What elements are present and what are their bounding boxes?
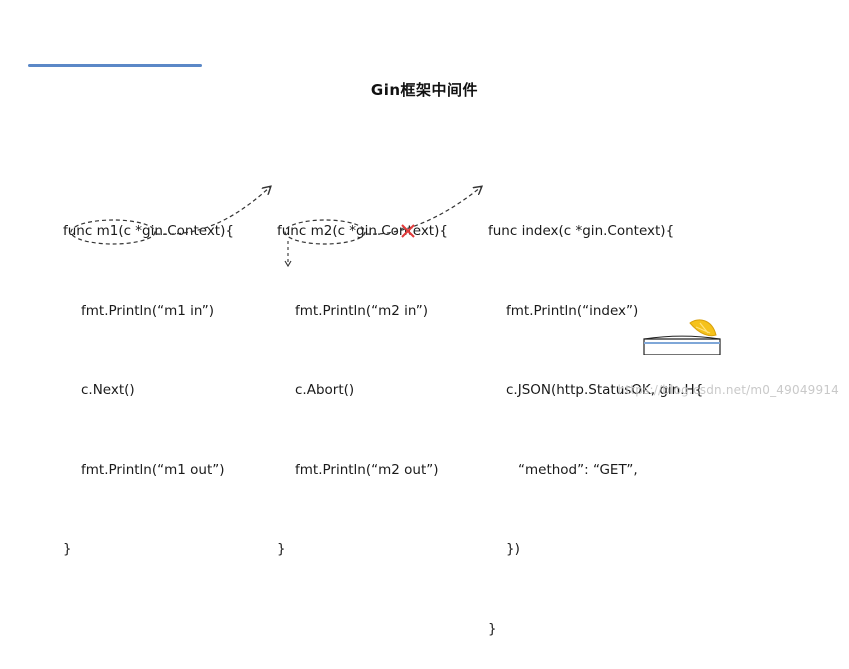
index-line-close-obj: }) bbox=[506, 541, 520, 557]
m2-line-out: fmt.Println(“m2 out”) bbox=[295, 461, 439, 478]
index-close-brace: } bbox=[488, 620, 497, 637]
code-block-index: func index(c *gin.Context){ fmt.Println(… bbox=[488, 165, 703, 669]
m1-signature: func m1(c *gin.Context){ bbox=[63, 223, 234, 239]
diagram-title: Gin框架中间件 bbox=[370, 81, 479, 99]
code-block-m2: func m2(c *gin.Context){ fmt.Println(“m2… bbox=[277, 165, 448, 589]
index-line-method: “method”: “GET”, bbox=[518, 461, 638, 478]
m1-next-call: c.Next() bbox=[81, 382, 135, 398]
m2-close-brace: } bbox=[277, 541, 286, 557]
index-signature: func index(c *gin.Context){ bbox=[488, 223, 675, 239]
m1-line-in: fmt.Println(“m1 in”) bbox=[81, 302, 214, 319]
lemon-cup-icon bbox=[643, 319, 721, 355]
m2-line-in: fmt.Println(“m2 in”) bbox=[295, 302, 428, 319]
m1-close-brace: } bbox=[63, 541, 72, 557]
m2-signature: func m2(c *gin.Context){ bbox=[277, 223, 448, 239]
code-block-m1: func m1(c *gin.Context){ fmt.Println(“m1… bbox=[63, 165, 234, 589]
index-line-json: c.JSON(http.StatusOK, gin.H{ bbox=[506, 382, 704, 398]
m2-abort-call: c.Abort() bbox=[295, 382, 355, 398]
accent-divider bbox=[28, 64, 202, 67]
m1-line-out: fmt.Println(“m1 out”) bbox=[81, 461, 225, 478]
watermark-url: https://blog.csdn.net/m0_49049914 bbox=[617, 383, 839, 397]
index-line-print: fmt.Println(“index”) bbox=[506, 302, 639, 319]
